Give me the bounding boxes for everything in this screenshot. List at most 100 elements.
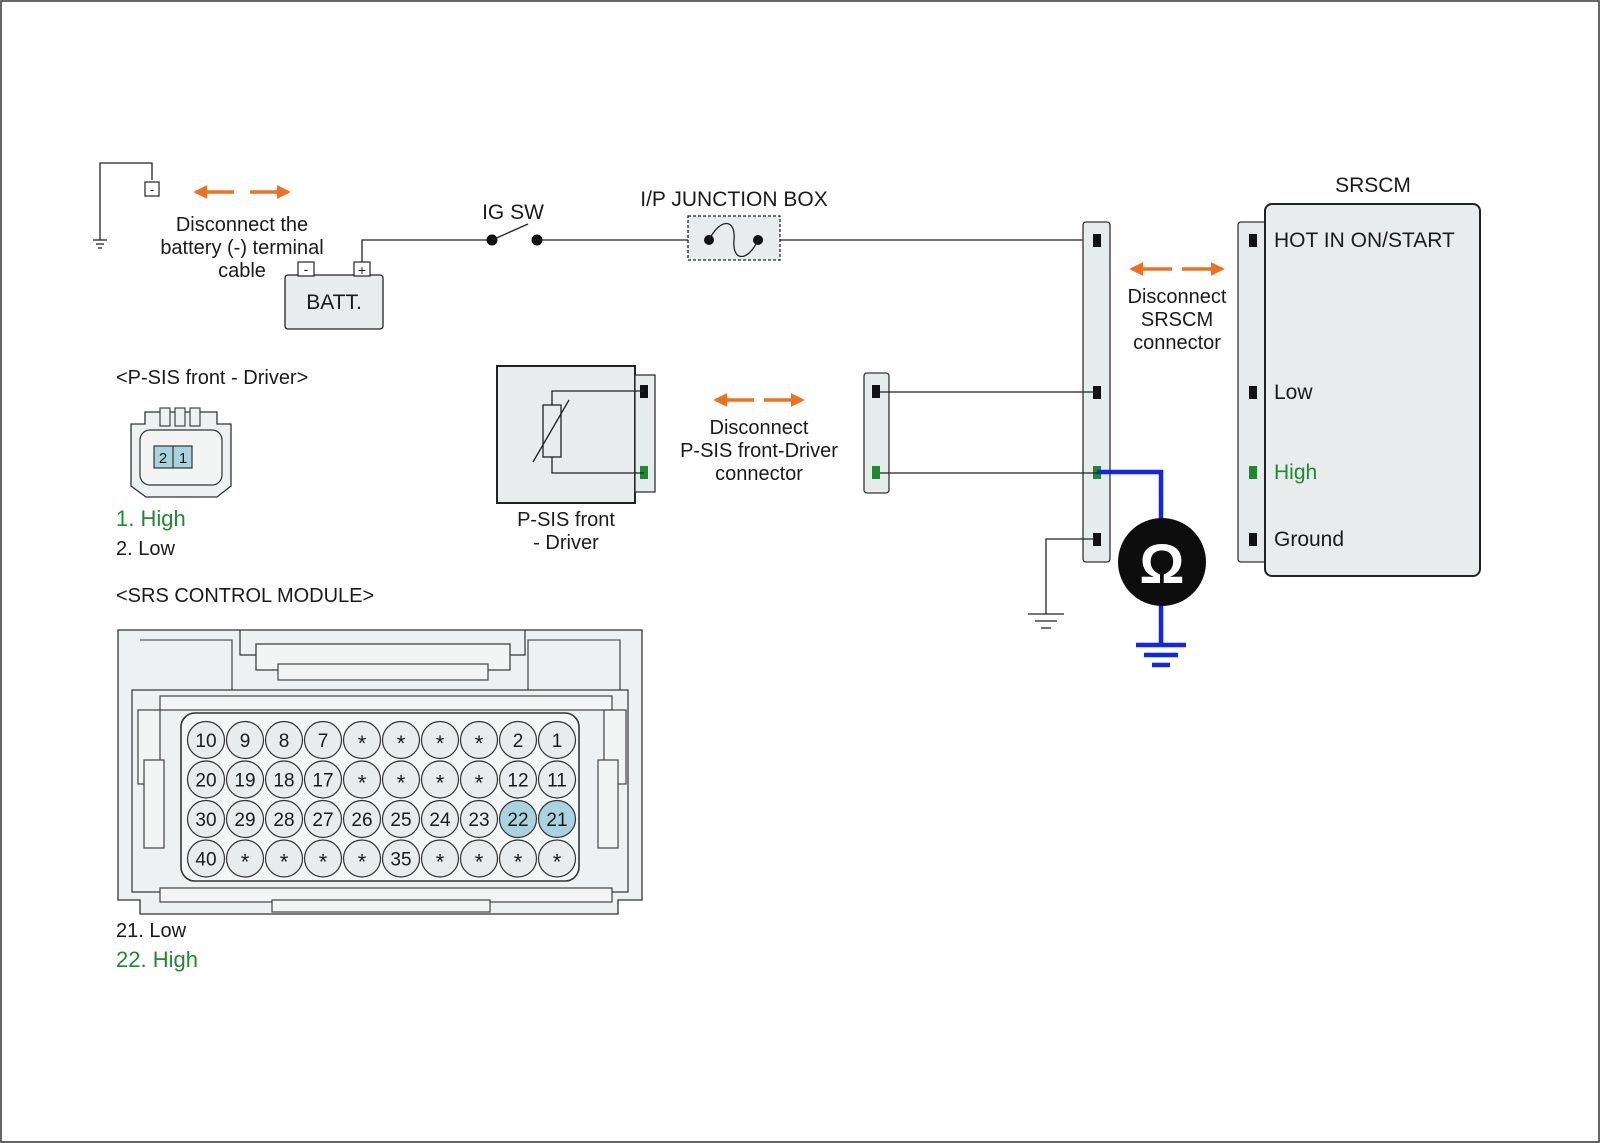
srs-cavity-label: * [358,850,367,875]
ohmmeter-icon [1118,518,1206,606]
srs-cavity-label: 29 [234,810,255,831]
srs-module-title: <SRS CONTROL MODULE> [116,585,374,607]
srs-cavity-label: * [358,731,367,756]
battery-disconnect-label-1: Disconnect the [176,214,308,236]
junction-box: I/P JUNCTION BOX [640,188,828,261]
srs-cavity [498,760,538,799]
srs-cavity-label: 25 [390,810,411,831]
srs-cavity-label: * [514,850,523,875]
junction-box-label: I/P JUNCTION BOX [640,188,827,211]
srscm-disconnect-label-1: Disconnect [1128,286,1227,308]
psis-label-1: P-SIS front [517,509,615,531]
psis-legend-2: 2. Low [116,538,175,560]
srs-cavity [498,799,538,839]
srscm-pin-hot-label: HOT IN ON/START [1274,229,1455,252]
fuse-icon [708,222,759,258]
srs-cavity-label: 30 [195,810,216,831]
srs-cavity-label: 12 [507,771,528,792]
srs-cavity-label: 26 [351,810,372,831]
srs-cavity-label: 1 [552,731,563,752]
srs-cavity-label: 28 [273,810,294,831]
battery-ground-lead: - [93,162,160,249]
ohmmeter: Ω [1097,469,1206,668]
battery-plus-label: + [358,262,366,278]
srscm-disconnect-label-2: SRSCM [1141,309,1213,331]
psis-legend-1: 1. High [116,506,186,531]
srs-cavity-label: 18 [273,771,294,792]
psis-disconnect-label-2: P-SIS front-Driver [680,440,838,462]
psis-sensor: P-SIS front - Driver [496,365,656,554]
harness-connector-psis [863,372,890,494]
srs-cavity [264,799,304,839]
srs-cavity-label: * [319,850,328,875]
srs-cavity-label: 2 [513,731,524,752]
srscm-module: SRSCM HOT IN ON/START Low High Ground [1237,174,1481,577]
srs-cavity-label: 9 [240,731,251,752]
srscm-pin-low-label: Low [1274,381,1313,404]
srs-cavity-label: * [397,731,406,756]
srs-cavity-label: 40 [195,850,216,871]
srs-cavity [498,839,538,878]
battery: - + BATT. [284,261,384,330]
ig-switch: IG SW [482,201,544,246]
srs-cavity-label: 35 [390,850,411,871]
srs-cavity [303,799,343,839]
srs-cavity [303,720,343,760]
chassis-ground [1028,538,1093,629]
srs-cavity [420,720,460,760]
psis-label-2: - Driver [533,532,599,554]
srscm-title: SRSCM [1335,174,1411,197]
srs-cavity-label: 24 [429,810,451,831]
srs-cavity [537,799,577,839]
srs-cavity [537,760,577,799]
srs-cavity [186,720,226,760]
srs-cavity-label: * [475,771,484,796]
srs-cavity [459,839,499,878]
srs-cavity [420,839,460,878]
srs-cavity-label: * [436,731,445,756]
srs-cavity [186,799,226,839]
psis-cavity-1: 1 [179,450,187,467]
ohmmeter-symbol: Ω [1140,532,1185,595]
psis-cavity-2: 2 [159,450,167,467]
srs-cavity [264,760,304,799]
srs-cavity [498,720,538,760]
srs-cavity-label: * [397,771,406,796]
srs-cavity-label: 8 [279,731,290,752]
srs-cavity-label: 27 [312,810,333,831]
srs-cavity [264,839,304,878]
srscm-disconnect-label-3: connector [1133,332,1221,354]
srs-cavity-label: * [280,850,289,875]
battery-disconnect-label-2: battery (-) terminal [160,237,323,259]
srs-cavity-label: 22 [507,810,528,831]
psis-disconnect-label-1: Disconnect [710,417,809,439]
srs-cavity-label: * [475,850,484,875]
srs-cavity-label: 21 [546,810,567,831]
srs-cavity [459,799,499,839]
svg-text:-: - [150,182,154,197]
srs-cavity [186,839,226,878]
srs-cavity [264,720,304,760]
srs-cavity [381,799,421,839]
srs-cavity [459,760,499,799]
srs-cavity [420,799,460,839]
srs-cavity [342,760,382,799]
srs-cavity [420,760,460,799]
srs-cavity [537,839,577,878]
srs-cavity-label: 23 [468,810,489,831]
srs-cavity [225,760,265,799]
srs-cavity [459,720,499,760]
srs-cavity [303,839,343,878]
srs-cavity-label: 10 [195,731,216,752]
srs-cavity [381,720,421,760]
srs-cavity-label: * [475,731,484,756]
srs-cavity [186,760,226,799]
srs-cavity [342,720,382,760]
psis-connector-face: 2 1 [130,407,232,498]
srs-cavity-label: 11 [547,771,567,792]
srs-cavity-label: 20 [195,771,216,792]
srscm-pin-high-label: High [1274,461,1317,484]
